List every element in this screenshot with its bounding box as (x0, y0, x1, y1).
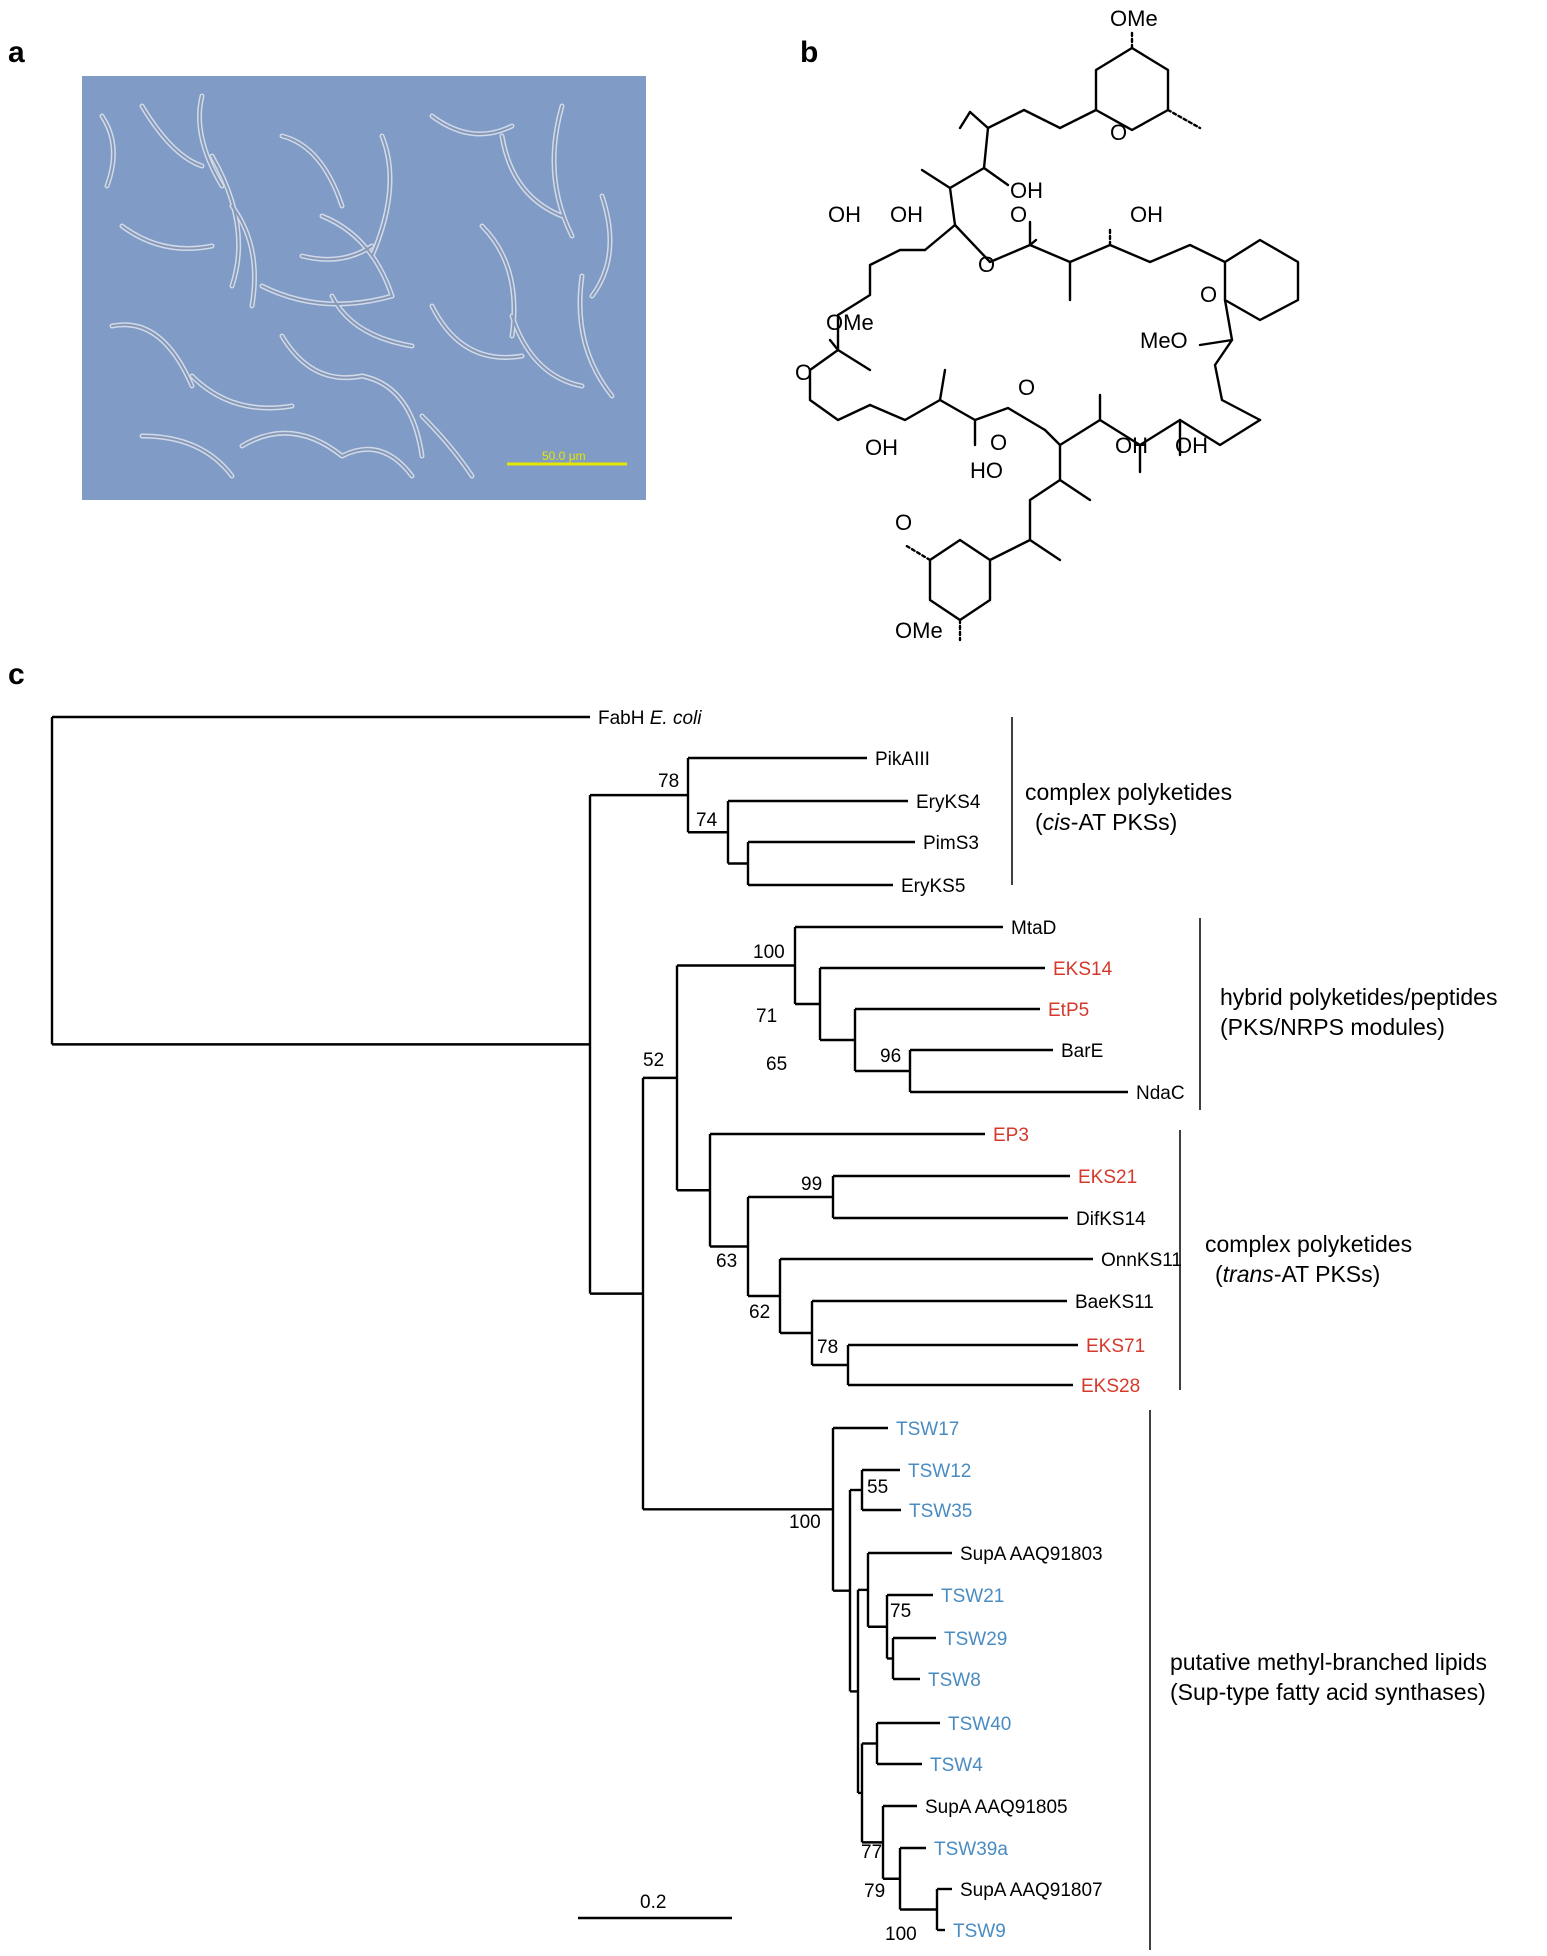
tree-taxon-label: BarE (1061, 1041, 1103, 1062)
tree-taxon-label: BaeKS11 (1075, 1292, 1154, 1313)
tree-taxon-label: TSW39a (934, 1839, 1008, 1860)
bootstrap-value: 65 (766, 1054, 787, 1075)
tree-taxon-label: TSW40 (948, 1714, 1011, 1735)
tree-taxon-label: PikAIII (875, 749, 930, 770)
tree-scale-label: 0.2 (640, 1892, 666, 1913)
bootstrap-value: 52 (643, 1050, 664, 1071)
tree-taxon-label: EryKS5 (901, 876, 965, 897)
bootstrap-value: 100 (885, 1924, 917, 1945)
tree-taxon-label: EtP5 (1048, 1000, 1089, 1021)
chem-o-pyran-top: O (1110, 120, 1127, 145)
tree-taxon-label: TSW12 (908, 1461, 971, 1482)
tree-taxon-label: TSW8 (928, 1670, 981, 1691)
bootstrap-value: 78 (658, 771, 679, 792)
chem-oh-4: OH (865, 435, 898, 460)
chem-meo-right: MeO (1140, 328, 1188, 353)
chem-oh-3: OH (1130, 202, 1163, 227)
clade-subtitle: (cis-AT PKSs) (1035, 809, 1177, 835)
bootstrap-value: 96 (880, 1046, 901, 1067)
tree-taxon-label: EKS28 (1081, 1376, 1140, 1397)
clade-title: putative methyl-branched lipids (1170, 1649, 1487, 1675)
chem-ome-left: OMe (826, 310, 874, 335)
chem-ho-1: HO (970, 458, 1003, 483)
clade-subtitle: (PKS/NRPS modules) (1220, 1014, 1445, 1040)
chemical-structure: OMe O OH OH OH O O OH OMe O MeO O O O OH… (795, 6, 1300, 643)
bootstrap-value: 71 (756, 1006, 777, 1027)
chem-ester-o4: O (990, 430, 1007, 455)
chem-o-dhp-right: O (1200, 282, 1217, 307)
bootstrap-value: 77 (861, 1842, 882, 1863)
chem-ester-o3: O (1018, 375, 1035, 400)
bootstrap-value: 99 (801, 1174, 822, 1195)
clade-title: complex polyketides (1025, 779, 1232, 805)
tree-taxon-label: SupA AAQ91807 (960, 1880, 1103, 1901)
tree-taxon-label: EKS71 (1086, 1336, 1145, 1357)
chem-ester-o2: O (978, 252, 995, 277)
tree-taxon-label: MtaD (1011, 918, 1056, 939)
bootstrap-value: 100 (789, 1512, 821, 1533)
panel-label-a: a (8, 36, 25, 69)
tree-taxon-label: OnnKS11 (1101, 1250, 1182, 1271)
micrograph-image: 50.0 μm (82, 76, 646, 500)
tree-taxon-label: NdaC (1136, 1083, 1185, 1104)
chem-o-dhp-left: O (795, 360, 812, 385)
tree-taxon-label: TSW9 (953, 1921, 1006, 1942)
bootstrap-value: 55 (867, 1477, 888, 1498)
tree-taxon-label: SupA AAQ91805 (925, 1797, 1068, 1818)
chem-ome-top: OMe (1110, 6, 1158, 31)
tree-taxon-label: EKS14 (1053, 959, 1113, 980)
tree-taxon-label: SupA AAQ91803 (960, 1544, 1103, 1565)
chem-oh-top-right: OH (1010, 178, 1043, 203)
bootstrap-value: 100 (753, 942, 785, 963)
tree-taxon-label: TSW17 (896, 1419, 959, 1440)
bootstrap-value: 62 (749, 1302, 770, 1323)
tree-taxon-label: TSW4 (930, 1755, 983, 1776)
bootstrap-value: 63 (716, 1251, 737, 1272)
bootstrap-value: 75 (890, 1601, 911, 1622)
clade-subtitle: (trans-AT PKSs) (1215, 1261, 1380, 1287)
tree-taxon-label: FabH E. coli (598, 708, 702, 729)
chem-oh-1: OH (828, 202, 861, 227)
tree-taxon-label: EP3 (993, 1125, 1029, 1146)
clade-title: hybrid polyketides/peptides (1220, 984, 1497, 1010)
tree-taxon-label: PimS3 (923, 833, 979, 854)
panel-label-b: b (800, 36, 819, 69)
clade-title: complex polyketides (1205, 1231, 1412, 1257)
tree-taxon-label: EKS21 (1078, 1167, 1137, 1188)
chem-ome-bottom: OMe (895, 618, 943, 643)
clade-subtitle: (Sup-type fatty acid synthases) (1170, 1679, 1486, 1705)
chem-o-pyran-bottom: O (895, 510, 912, 535)
chem-oh-2: OH (890, 202, 923, 227)
bootstrap-value: 74 (696, 810, 718, 831)
chem-ester-o1: O (1010, 202, 1027, 227)
bootstrap-value: 79 (864, 1881, 885, 1902)
bootstrap-value: 78 (817, 1337, 838, 1358)
micro-scale-label: 50.0 μm (542, 449, 586, 463)
tree-taxon-label: DifKS14 (1076, 1209, 1146, 1230)
tree-taxon-label: TSW29 (944, 1629, 1007, 1650)
tree-taxon-label: TSW21 (941, 1586, 1004, 1607)
tree-taxon-label: EryKS4 (916, 792, 981, 813)
chem-oh-6: OH (1175, 433, 1208, 458)
panel-label-c: c (8, 658, 25, 691)
tree-taxon-label: TSW35 (909, 1501, 972, 1522)
chem-oh-5: OH (1115, 433, 1148, 458)
